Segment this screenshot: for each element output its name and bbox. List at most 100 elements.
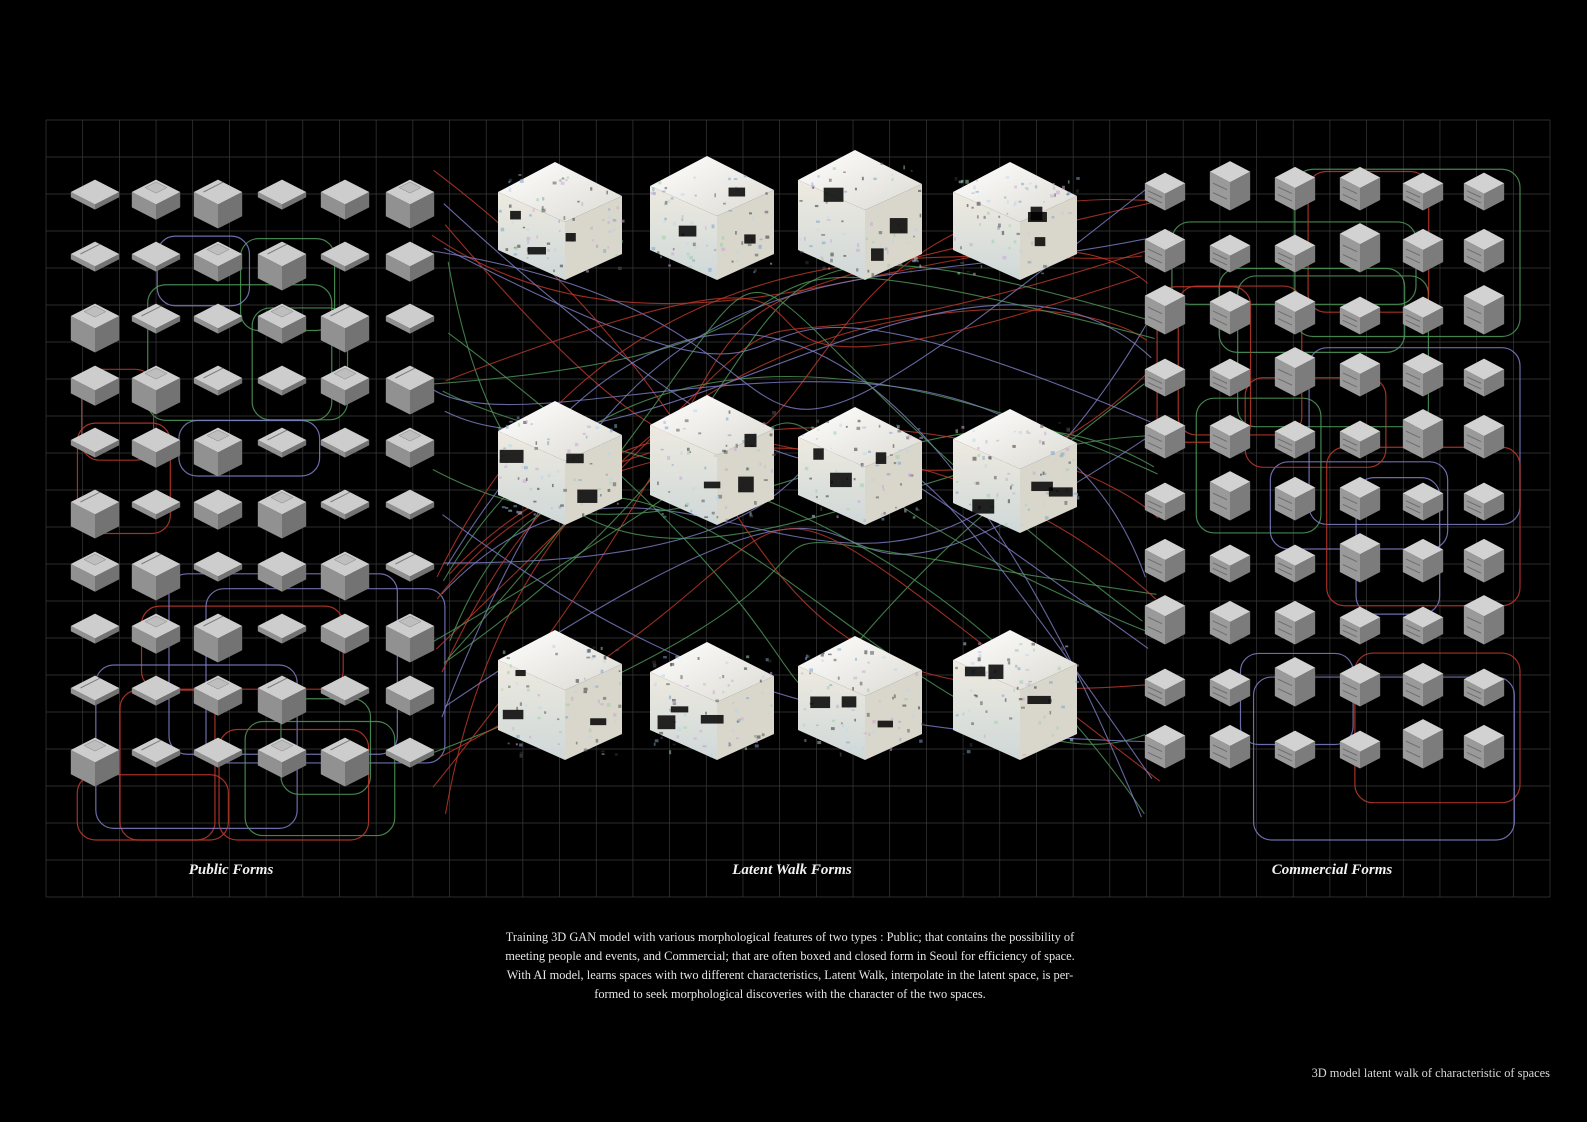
form-model [1463, 595, 1505, 645]
form-model [1463, 285, 1505, 335]
form-model [385, 303, 435, 334]
form-model [193, 613, 243, 663]
form-model [257, 675, 307, 725]
form-model [1402, 172, 1444, 211]
form-model [1209, 600, 1251, 645]
form-model [70, 737, 120, 787]
form-model [1209, 358, 1251, 397]
latent-walk-curve [443, 264, 1151, 664]
cluster-outline [1354, 652, 1521, 804]
form-model [385, 179, 435, 229]
latent-walk-forms-label: Latent Walk Forms [732, 862, 852, 878]
description-line: formed to seek morphological discoveries… [594, 987, 986, 1001]
form-model [131, 241, 181, 272]
form-model [1402, 482, 1444, 521]
form-model [1339, 166, 1381, 211]
latent-walk-curve [444, 308, 1148, 815]
form-model [70, 427, 120, 458]
form-model [193, 489, 243, 530]
form-model [1144, 358, 1186, 397]
form-model [1274, 234, 1316, 273]
form-model [257, 551, 307, 592]
form-model [1274, 476, 1316, 521]
form-model [1402, 719, 1444, 769]
form-model [70, 241, 120, 272]
latent-form-model [798, 636, 925, 760]
latent-walk-curve [444, 438, 1146, 707]
form-model [320, 365, 370, 406]
form-model [1463, 414, 1505, 459]
form-model [320, 427, 370, 458]
latent-walk-curve [443, 247, 1151, 423]
form-model [1144, 414, 1186, 459]
form-model [1144, 482, 1186, 521]
cluster-outline [1195, 397, 1322, 534]
description-line: Training 3D GAN model with various morph… [505, 930, 1075, 944]
form-model [1339, 662, 1381, 707]
latent-walk-curve [431, 183, 1153, 410]
form-model [131, 365, 181, 415]
form-model [257, 303, 307, 344]
form-model [70, 489, 120, 539]
form-model [1339, 420, 1381, 459]
form-model [70, 303, 120, 353]
form-model [193, 551, 243, 582]
form-model [1339, 476, 1381, 521]
form-model [70, 613, 120, 644]
cluster-outline [76, 774, 229, 841]
latent-walk-curve [445, 275, 1141, 382]
latent-form-model [953, 409, 1080, 533]
cluster-outline [251, 307, 349, 421]
cluster-outline [1237, 275, 1429, 428]
latent-form-model [650, 156, 774, 280]
form-model [385, 489, 435, 520]
form-model [257, 613, 307, 644]
form-model [1274, 290, 1316, 335]
cluster-outline [1244, 377, 1387, 468]
form-model [1463, 538, 1505, 583]
form-model [131, 613, 181, 654]
latent-walk-curve [432, 276, 1155, 385]
cluster-outline [119, 689, 216, 841]
form-model [1463, 358, 1505, 397]
form-model [385, 427, 435, 468]
latent-form-model [650, 642, 774, 760]
form-model [1402, 409, 1444, 459]
form-model [1274, 600, 1316, 645]
form-model [1402, 296, 1444, 335]
form-model [131, 489, 181, 520]
form-model [1463, 228, 1505, 273]
latent-form-model [650, 395, 776, 525]
form-model [1463, 482, 1505, 521]
form-model [193, 737, 243, 768]
form-model [385, 551, 435, 582]
form-model [131, 427, 181, 468]
public-forms-grid [70, 179, 435, 787]
latent-walk-forms-grid [498, 150, 1080, 760]
cluster-outline [244, 720, 396, 837]
latent-form-model [498, 401, 622, 525]
latent-form-model [953, 162, 1080, 280]
form-model [70, 551, 120, 592]
form-model [385, 241, 435, 282]
cluster-outline [218, 728, 370, 841]
form-model [385, 737, 435, 768]
cluster-outline [1252, 676, 1515, 841]
form-model [1209, 471, 1251, 521]
form-model [257, 737, 307, 778]
form-model [1209, 724, 1251, 769]
form-model [257, 179, 307, 210]
form-model [320, 303, 370, 353]
form-model [1463, 724, 1505, 769]
form-model [320, 551, 370, 601]
form-model [1339, 223, 1381, 273]
form-model [257, 241, 307, 291]
form-model [1209, 414, 1251, 459]
latent-form-model [498, 162, 625, 280]
form-model [1209, 234, 1251, 273]
form-model [70, 675, 120, 706]
latent-form-model [798, 150, 922, 280]
form-model [1402, 228, 1444, 273]
form-model [1144, 285, 1186, 335]
